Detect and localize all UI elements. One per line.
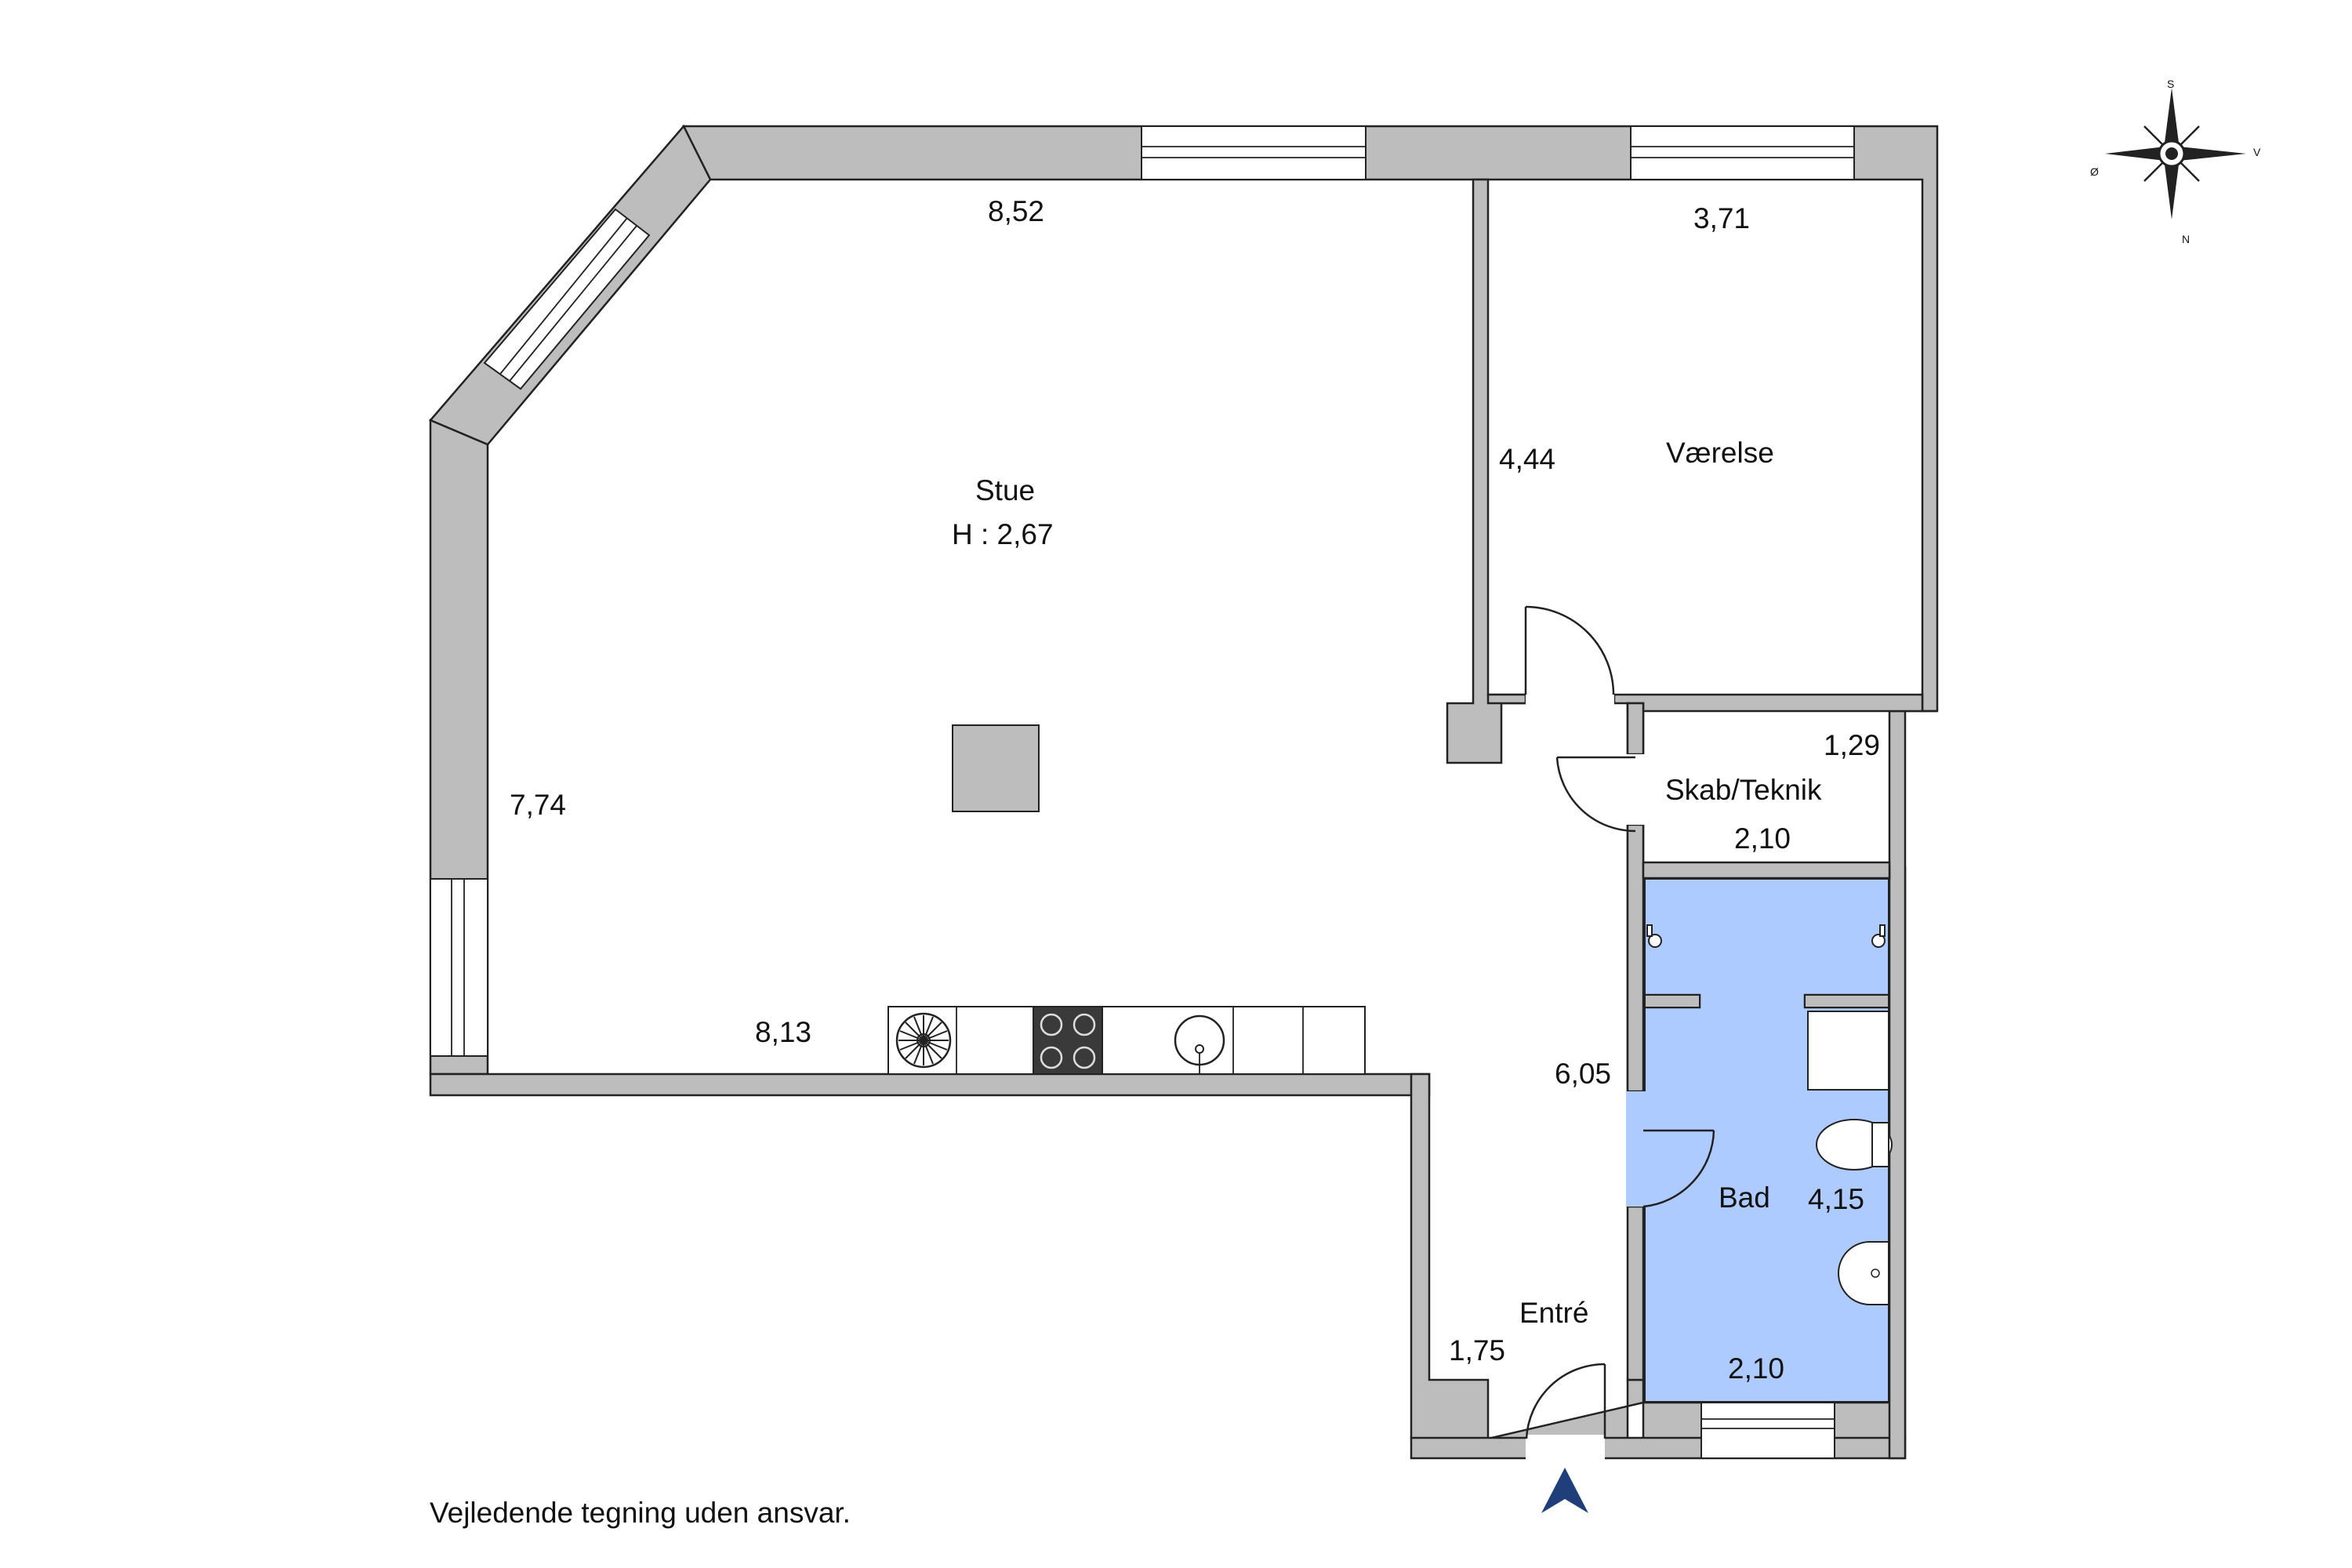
wall-hall-lower	[1626, 823, 1645, 1093]
bath-dim-side: 4,15	[1808, 1183, 1864, 1215]
kitchen-sink-icon	[1174, 1014, 1225, 1074]
wall-storage-left	[1626, 702, 1645, 756]
compass-label-bottom: N	[2182, 233, 2190, 245]
bath-name: Bad	[1719, 1181, 1770, 1214]
wall-right	[1888, 710, 1937, 1460]
door-bedroom	[1524, 605, 1615, 705]
window-left	[430, 878, 488, 1057]
compass-label-top: S	[2167, 78, 2174, 90]
wall-bottom-left	[429, 1073, 1431, 1097]
wall-entry-left	[1410, 1073, 1490, 1440]
door-storage	[1555, 754, 1645, 833]
cooktop-icon	[1033, 1006, 1103, 1075]
shower-partition-fill-right	[1804, 994, 1889, 1008]
shower-tap-right-icon	[1871, 924, 1886, 948]
entrance-arrow-icon	[1541, 1468, 1588, 1513]
compass-label-right: V	[2253, 146, 2261, 158]
wall-bedroom-bottom-right	[1613, 693, 1924, 713]
extractor-fan-icon	[895, 1012, 952, 1069]
bath-dim-bottom: 2,10	[1728, 1352, 1784, 1385]
shower-tap-left-icon	[1646, 924, 1662, 948]
window-bath	[1700, 1402, 1835, 1459]
toilet-icon	[1816, 1119, 1893, 1171]
storage-name: Skab/Teknik	[1665, 774, 1822, 806]
shower-partition-fill-left	[1644, 994, 1700, 1008]
living-dim-bottom: 8,13	[755, 1016, 811, 1048]
storage-dim-bottom: 2,10	[1734, 822, 1791, 855]
entry-dim-hall: 6,05	[1555, 1058, 1611, 1090]
wall-hall-bottom	[1626, 1205, 1645, 1381]
wall-bedroom-bottom	[1486, 693, 1527, 705]
bedroom-name: Værelse	[1666, 437, 1774, 469]
living-dim-top: 8,52	[988, 195, 1044, 227]
living-room-height: H : 2,67	[952, 518, 1054, 550]
entry-name: Entré	[1519, 1297, 1588, 1329]
bath-cabinet	[1807, 1011, 1889, 1091]
bedroom-dim-left: 4,44	[1499, 443, 1555, 475]
kitchen-counter	[887, 1006, 1366, 1075]
bath-sink-icon	[1838, 1241, 1889, 1305]
entry-dim-width: 1,75	[1449, 1334, 1505, 1367]
wall-storage-bottom	[1642, 861, 1891, 880]
compass-label-left: Ø	[2090, 165, 2099, 178]
column	[952, 724, 1040, 812]
storage-dim-side: 1,29	[1824, 729, 1880, 761]
disclaimer: Vejledende tegning uden ansvar.	[430, 1497, 851, 1529]
window-top-left	[1141, 125, 1367, 180]
compass-rose-icon	[2105, 88, 2246, 220]
door-entry	[1525, 1363, 1606, 1460]
living-dim-left: 7,74	[510, 789, 566, 821]
door-bath	[1626, 1091, 1715, 1208]
bedroom-dim-top: 3,71	[1693, 202, 1750, 234]
living-room-name: Stue	[975, 474, 1035, 506]
window-diagonal	[483, 208, 651, 390]
window-top-right	[1630, 125, 1855, 180]
